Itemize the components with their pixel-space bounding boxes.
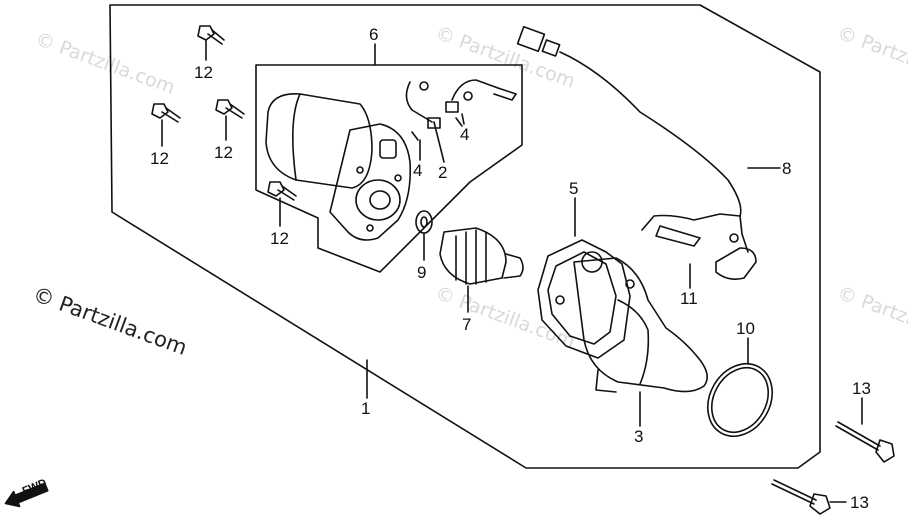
callout-12a: 12: [194, 63, 213, 82]
starter-housing-illustration: [555, 251, 708, 393]
callout-2: 2: [438, 163, 447, 182]
callout-11: 11: [680, 289, 698, 308]
bolt-12-bottom: [267, 181, 297, 201]
callout-12b: 12: [150, 149, 169, 168]
fwd-arrow-icon: [4, 482, 49, 508]
o-ring-10: [707, 363, 773, 437]
bolt-13-lower: [771, 479, 831, 515]
bolt-12-top: [197, 25, 225, 45]
callout-1: 1: [361, 399, 370, 418]
callout-13a: 13: [852, 379, 871, 398]
callout-12c: 12: [214, 143, 233, 162]
callout-9: 9: [417, 263, 426, 282]
callout-4a: 4: [413, 161, 422, 180]
callout-5: 5: [569, 179, 578, 198]
bolt-13-upper: [835, 421, 895, 463]
o-ring-9: [415, 210, 433, 234]
bolt-12-mid: [215, 99, 245, 119]
callout-8: 8: [782, 159, 791, 178]
brush-set-illustration: [405, 79, 517, 141]
starter-motor-illustration: [265, 93, 412, 241]
callout-4b: 4: [460, 125, 469, 144]
pinion-gear-illustration: [439, 227, 524, 285]
callout-12d: 12: [270, 229, 289, 248]
assembly-outline: [109, 4, 821, 469]
gasket-5: [537, 239, 631, 359]
callout-10: 10: [736, 319, 755, 338]
callout-7: 7: [462, 315, 471, 334]
callout-6: 6: [369, 25, 378, 44]
callout-3: 3: [634, 427, 643, 446]
callout-13b: 13: [850, 493, 869, 512]
wire-harness-illustration: [516, 25, 757, 280]
subassembly-outline: [255, 64, 523, 273]
bolt-12-left: [151, 103, 181, 123]
